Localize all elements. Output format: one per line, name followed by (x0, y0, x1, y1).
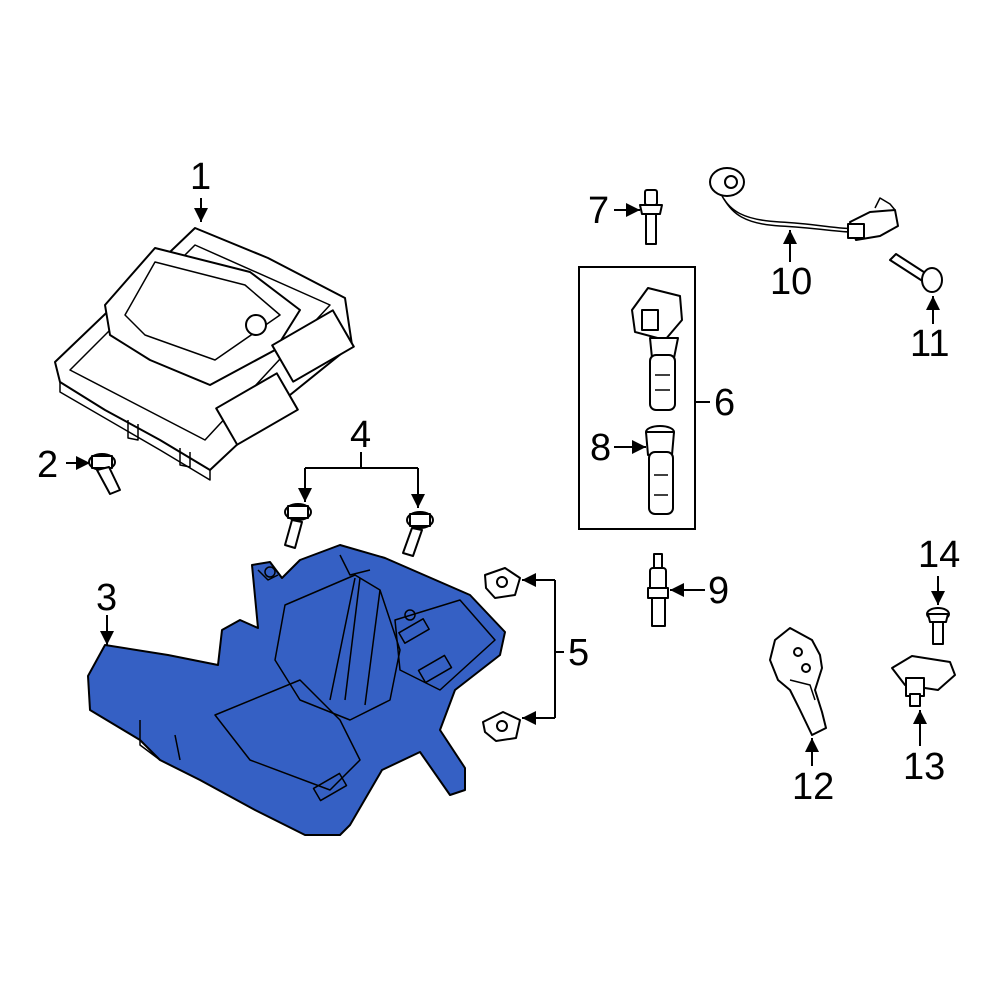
callout-5: 5 (568, 632, 589, 674)
callout-6: 6 (714, 382, 735, 424)
map-sensor[interactable] (891, 655, 956, 707)
callout-3: 3 (96, 577, 117, 619)
ignition-coil-boot[interactable] (645, 425, 675, 515)
callout-14: 14 (918, 534, 960, 576)
callout-10: 10 (770, 261, 812, 303)
engine-control-module[interactable] (54, 227, 355, 481)
sensor-mount-bolt[interactable] (926, 607, 950, 645)
bolts-pair[interactable] (284, 503, 434, 557)
callout-4: 4 (350, 414, 371, 456)
leader-lines (66, 198, 945, 766)
callout-13: 13 (903, 746, 945, 788)
clip-nuts[interactable] (482, 567, 521, 742)
callout-8: 8 (590, 427, 611, 469)
callout-labels: 1 2 3 4 5 6 7 8 9 10 11 12 13 14 (37, 156, 960, 808)
callout-9: 9 (708, 570, 729, 612)
callout-12: 12 (792, 766, 834, 808)
callout-2: 2 (37, 444, 58, 486)
sensor-bracket[interactable] (769, 627, 827, 736)
knock-sensor[interactable] (709, 167, 899, 241)
bolt[interactable] (88, 453, 121, 495)
mounting-bracket-body[interactable] (87, 544, 506, 836)
mounting-bracket[interactable] (87, 544, 506, 836)
sensor-bolt[interactable] (889, 253, 943, 293)
callout-11: 11 (910, 323, 949, 365)
spark-plug[interactable] (647, 553, 669, 627)
callout-7: 7 (588, 190, 609, 232)
stud[interactable] (639, 189, 663, 245)
callout-1: 1 (190, 156, 211, 198)
ignition-coil-kit-box (578, 266, 696, 530)
ignition-coil[interactable] (631, 287, 683, 411)
